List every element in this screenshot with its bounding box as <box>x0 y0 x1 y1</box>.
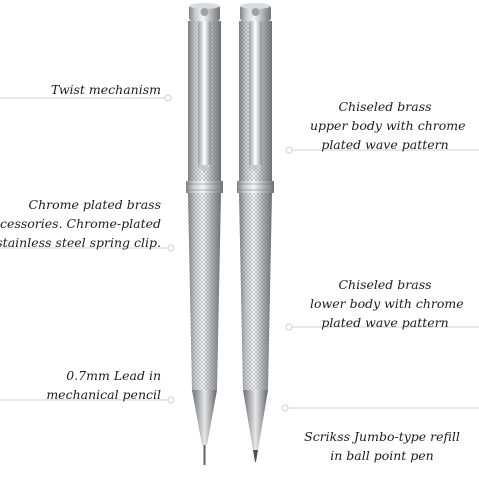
mechanical-pencil <box>186 3 223 465</box>
refill-label: Scrikss Jumbo-type refill in ball point … <box>304 429 460 463</box>
lower-body-label: Chiseled brass lower body with chrome pl… <box>310 277 464 330</box>
twist-mechanism-label: Twist mechanism <box>50 82 161 97</box>
ballpoint-pen <box>237 3 274 462</box>
upper-body-label: Chiseled brass upper body with chrome pl… <box>310 99 466 152</box>
accessories-label: Chrome plated brass accessories. Chrome-… <box>0 197 161 250</box>
lead-label: 0.7mm Lead in mechanical pencil <box>46 368 161 402</box>
callout-lines <box>0 94 479 412</box>
